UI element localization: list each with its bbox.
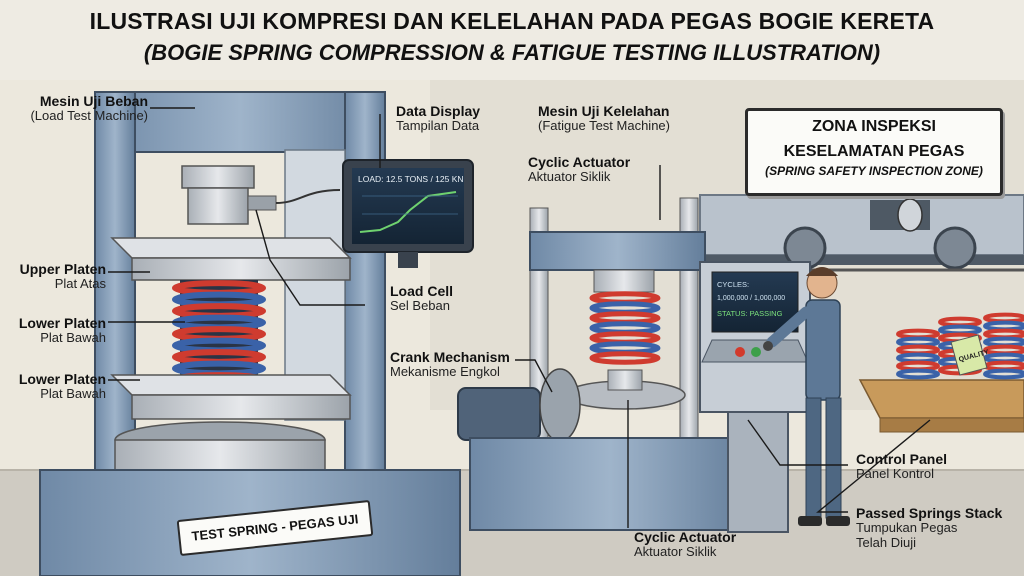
label-load-cell: Load Cell Sel Beban (390, 284, 453, 314)
label-cyclic-actuator-bottom: Cyclic Actuator Aktuator Siklik (634, 530, 736, 560)
label-lower-platen-1: Lower Platen Plat Bawah (19, 316, 106, 346)
display-readout: LOAD: 12.5 TONS / 125 KN (358, 174, 464, 184)
label-control-panel: Control Panel Panel Kontrol (856, 452, 947, 482)
label-cyclic-actuator-top: Cyclic Actuator Aktuator Siklik (528, 155, 630, 185)
label-fatigue-test-machine: Mesin Uji Kelelahan (Fatigue Test Machin… (538, 104, 670, 134)
label-upper-platen: Upper Platen Plat Atas (20, 262, 106, 292)
label-lower-platen-2: Lower Platen Plat Bawah (19, 372, 106, 402)
label-crank-mechanism: Crank Mechanism Mekanisme Engkol (390, 350, 510, 380)
data-display-monitor: LOAD: 12.5 TONS / 125 KN (343, 160, 473, 268)
spring-safety-inspection-sign: ZONA INSPEKSI KESELAMATAN PEGAS (SPRING … (745, 108, 1003, 196)
terminal-line-1: CYCLES: (717, 280, 749, 289)
terminal-line-3: STATUS: PASSING (717, 309, 783, 318)
label-load-test-machine: Mesin Uji Beban (Load Test Machine) (30, 94, 148, 124)
label-data-display: Data Display Tampilan Data (396, 104, 480, 134)
bogie-background (700, 195, 1024, 270)
test-spring (175, 280, 263, 390)
title-indonesian: ILUSTRASI UJI KOMPRESI DAN KELELAHAN PAD… (0, 8, 1024, 35)
label-passed-springs-stack: Passed Springs Stack Tumpukan Pegas Tela… (856, 506, 1002, 550)
terminal-line-2: 1,000,000 / 1,000,000 (717, 295, 785, 302)
title-english: (BOGIE SPRING COMPRESSION & FATIGUE TEST… (0, 40, 1024, 66)
